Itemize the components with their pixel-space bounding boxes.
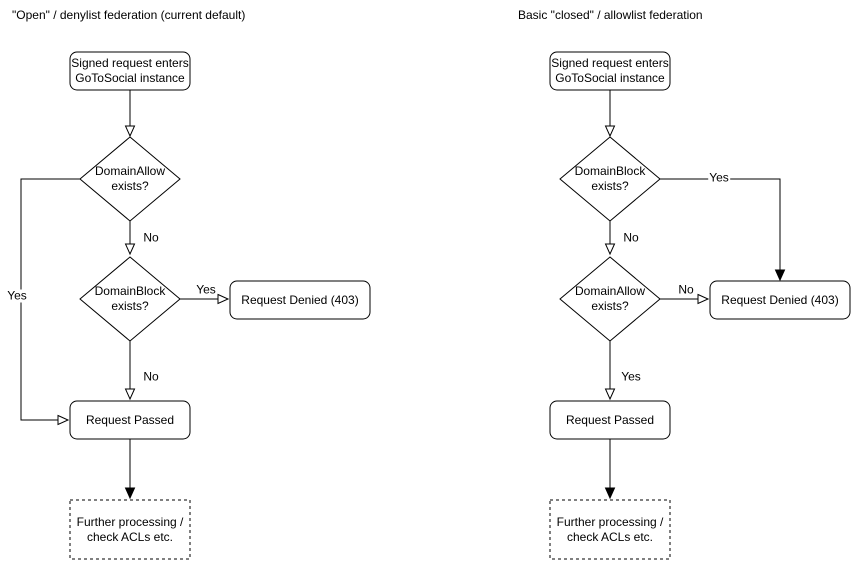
left-edge-label-allow-yes: Yes	[6, 288, 28, 303]
left-edge-label-block-no: No	[142, 369, 160, 384]
right-request-denied-node-shape	[709, 280, 851, 320]
right-request-passed-node-shape	[549, 400, 671, 440]
left-edge-label-allow-no: No	[142, 230, 160, 245]
left-request-denied-node-shape	[229, 280, 371, 320]
left-start-node-shape	[69, 51, 191, 91]
right-further-processing-node-shape	[549, 499, 671, 560]
left-domain-allow-decision-shape	[79, 136, 181, 222]
left-chart-title: "Open" / denylist federation (current de…	[12, 8, 246, 22]
right-start-node-shape	[549, 51, 671, 91]
right-edge-label-block-yes: Yes	[708, 170, 730, 185]
right-edge-label-block-no: No	[622, 230, 640, 245]
right-chart-title: Basic "closed" / allowlist federation	[518, 8, 703, 22]
left-edge-allow-yes-to-passed	[20, 178, 80, 426]
right-edge-label-allow-yes: Yes	[620, 369, 642, 384]
left-domain-block-decision-shape	[79, 256, 181, 342]
left-further-processing-node-shape	[69, 499, 191, 560]
right-domain-allow-decision-shape	[559, 256, 661, 342]
right-edge-block-yes-to-denied	[660, 178, 786, 282]
left-edge-label-block-yes: Yes	[195, 282, 217, 297]
right-domain-block-decision-shape	[559, 136, 661, 222]
left-request-passed-node-shape	[69, 400, 191, 440]
right-edge-label-allow-no: No	[677, 282, 695, 297]
